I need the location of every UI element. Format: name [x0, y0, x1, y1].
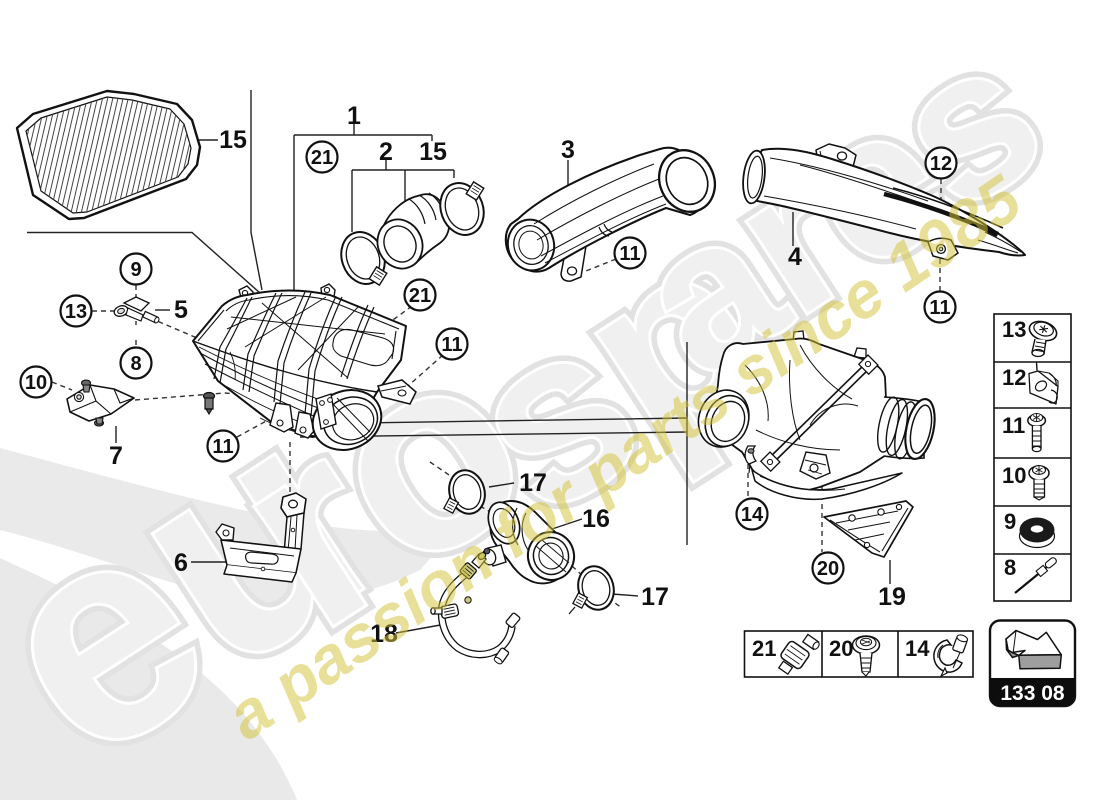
- svg-text:10: 10: [25, 372, 47, 394]
- svg-text:2: 2: [379, 138, 393, 166]
- svg-text:3: 3: [561, 136, 575, 164]
- svg-text:11: 11: [1002, 413, 1025, 438]
- svg-text:15: 15: [219, 126, 247, 154]
- svg-text:6: 6: [174, 549, 188, 577]
- svg-text:7: 7: [109, 442, 123, 470]
- svg-text:15: 15: [419, 138, 447, 166]
- svg-text:12: 12: [1002, 365, 1026, 390]
- svg-text:8: 8: [130, 353, 141, 375]
- svg-text:14: 14: [905, 636, 930, 661]
- svg-text:4: 4: [788, 243, 802, 271]
- svg-text:5: 5: [174, 296, 188, 324]
- svg-text:14: 14: [741, 504, 764, 526]
- svg-text:16: 16: [582, 505, 610, 533]
- svg-text:20: 20: [829, 636, 853, 661]
- svg-text:19: 19: [878, 583, 906, 611]
- svg-text:1: 1: [347, 102, 361, 130]
- svg-text:21: 21: [409, 285, 431, 307]
- svg-text:10: 10: [1002, 463, 1026, 488]
- svg-text:17: 17: [519, 469, 547, 497]
- svg-text:9: 9: [130, 259, 141, 281]
- svg-text:18: 18: [370, 620, 398, 648]
- svg-text:11: 11: [212, 436, 233, 458]
- svg-text:20: 20: [817, 558, 839, 580]
- svg-text:11: 11: [929, 297, 950, 319]
- svg-text:21: 21: [752, 636, 776, 661]
- svg-text:8: 8: [1004, 555, 1016, 580]
- svg-text:13: 13: [1002, 317, 1026, 342]
- svg-text:17: 17: [641, 583, 669, 611]
- svg-text:21: 21: [311, 147, 333, 169]
- svg-text:9: 9: [1004, 509, 1016, 534]
- svg-text:12: 12: [930, 153, 952, 175]
- svg-text:11: 11: [619, 243, 640, 265]
- svg-text:133 08: 133 08: [1000, 682, 1065, 705]
- svg-text:11: 11: [441, 334, 462, 356]
- svg-text:13: 13: [65, 301, 87, 323]
